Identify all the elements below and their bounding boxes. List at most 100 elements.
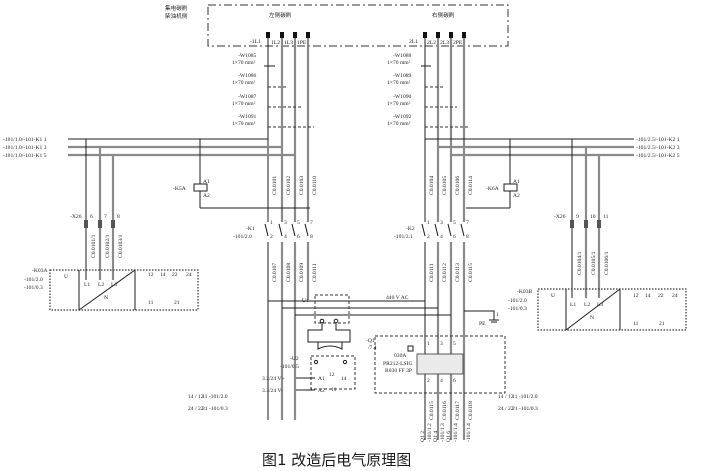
bottom-refs: Q1 2 -101/1.2 Q1 4 -101/1.3 Q1 6 -101/1.… — [420, 423, 472, 442]
svg-text:L2: L2 — [584, 302, 590, 308]
svg-text:-W1090: -W1090 — [393, 94, 412, 100]
svg-text:5: 5 — [453, 220, 456, 226]
svg-text:1L3: 1L3 — [284, 40, 293, 46]
svg-text:C0.0108: C0.0108 — [286, 263, 292, 282]
svg-text:A2: A2 — [203, 193, 210, 199]
svg-text:6: 6 — [453, 378, 456, 384]
svg-text:3.2/24 V+: 3.2/24 V+ — [262, 376, 285, 382]
svg-text:-101/2.5/-101-K2 1: -101/2.5/-101-K2 1 — [636, 137, 680, 143]
svg-text:1×70 mm²: 1×70 mm² — [232, 101, 256, 107]
svg-text:A1: A1 — [203, 179, 210, 185]
wires-upper-right: C0.0104 C0.0105 C0.0106 C0.0114 — [429, 176, 474, 195]
monitor-k03a: -K03A -101/2.0 -101/0.3 U L1 L2 L3 N 12 … — [24, 268, 199, 311]
svg-text:8: 8 — [466, 234, 469, 240]
u2-module: -U2 -101/0.5 3.2/24 V+ 3.3/24 V- A1 A2 1… — [262, 355, 356, 394]
svg-text:11: 11 — [603, 214, 609, 220]
aux-contacts-left: 14 / 12 11 -101/2.0 24 / 22 21 -101/0.3 — [188, 394, 228, 412]
svg-text:C0.0101/1: C0.0101/1 — [91, 234, 97, 258]
svg-text:-W1085: -W1085 — [238, 53, 257, 59]
svg-text:24 / 22: 24 / 22 — [188, 406, 204, 412]
svg-text:-K2: -K2 — [406, 226, 415, 232]
u1-box — [314, 294, 350, 324]
wires-bottom: C0.0115 C0.0116 C0.0117 C0.0118 — [429, 401, 474, 420]
svg-text:A2: A2 — [513, 193, 520, 199]
svg-text:22: 22 — [658, 293, 664, 299]
breaker-q1: -Q1 /7.4 030A PR212-LSIG R030 FF 3P 1 3 … — [366, 335, 506, 394]
svg-text:2: 2 — [427, 378, 430, 384]
refs-right: -101/2.5/-101-K2 1 -101/2.5/-101-K2 3 -1… — [425, 137, 680, 159]
svg-text:1×70 mm²: 1×70 mm² — [387, 80, 411, 86]
svg-text:24: 24 — [186, 272, 192, 278]
svg-text:3: 3 — [284, 220, 287, 226]
monitor-k03b: -K03B -101/2.0 -101/0.3 U L1 L2 L3 N 12 … — [508, 288, 687, 331]
svg-text:11 -101/2.0: 11 -101/2.0 — [512, 394, 538, 400]
svg-text:3: 3 — [440, 220, 443, 226]
svg-text:9: 9 — [576, 214, 579, 220]
relay-k5a: -K5A A1 A2 — [173, 139, 310, 209]
svg-text:C0.0106/1: C0.0106/1 — [604, 251, 610, 275]
svg-text:L1: L1 — [84, 282, 90, 288]
left-brush-terminals: -1L1 1L2 1L3 1PE — [250, 32, 310, 46]
svg-text:-K6A: -K6A — [486, 186, 499, 192]
svg-text:2: 2 — [270, 234, 273, 240]
svg-text:C0.0103/1: C0.0103/1 — [118, 234, 124, 258]
svg-text:12: 12 — [148, 272, 154, 278]
aux-contacts-right: 14 / 12 11 -101/2.0 24 / 22 21 -101/0.3 — [498, 394, 538, 412]
wires-lower-right: C0.0111 C0.0112 C0.0113 C0.0115 — [429, 263, 474, 282]
svg-text:11: 11 — [148, 300, 154, 306]
svg-text:C0.0115: C0.0115 — [429, 401, 435, 420]
svg-text:C0.0102/1: C0.0102/1 — [105, 234, 111, 258]
svg-text:C0.0113: C0.0113 — [455, 263, 461, 282]
svg-text:21 -101/0.3: 21 -101/0.3 — [512, 406, 538, 412]
side-label-1: 集电碳刷 — [165, 4, 188, 12]
svg-text:-101/1.0/-101-K1 1: -101/1.0/-101-K1 1 — [3, 137, 47, 143]
svg-text:-101/1.3: -101/1.3 — [440, 423, 446, 442]
svg-text:-101/1.4: -101/1.4 — [453, 423, 459, 442]
svg-text:8: 8 — [117, 214, 120, 220]
svg-text:2: 2 — [427, 234, 430, 240]
svg-text:-101/2.0: -101/2.0 — [24, 277, 43, 283]
svg-text:A1: A1 — [513, 179, 520, 185]
svg-text:C0.0105: C0.0105 — [442, 176, 448, 195]
brush-box — [207, 4, 509, 47]
svg-text:-W1086: -W1086 — [238, 73, 257, 79]
left-brush-title: 左侧碳刷 — [269, 11, 292, 19]
relay-k6a: -K6A A1 A2 — [466, 139, 520, 209]
svg-text:C0.0104/1: C0.0104/1 — [577, 251, 583, 275]
svg-text:-101/1.0/-101-K1 3: -101/1.0/-101-K1 3 — [3, 145, 47, 151]
svg-text:L1: L1 — [570, 302, 576, 308]
svg-text:14: 14 — [160, 272, 166, 278]
svg-text:Q1 4: Q1 4 — [433, 431, 439, 442]
svg-text:L2: L2 — [98, 282, 104, 288]
contactor-k1: 1 3 5 7 2 4 6 8 -K1 -101/2.0 — [233, 220, 320, 242]
svg-text:4: 4 — [440, 378, 443, 384]
svg-text:1×70 mm²: 1×70 mm² — [232, 80, 256, 86]
svg-text:U: U — [64, 274, 68, 280]
svg-text:L3: L3 — [111, 282, 117, 288]
svg-text:C0.0118: C0.0118 — [468, 401, 474, 420]
svg-text:-K03B: -K03B — [517, 289, 532, 295]
svg-text:2L3: 2L3 — [440, 40, 449, 46]
svg-text:21: 21 — [659, 321, 665, 327]
svg-text:11: 11 — [331, 387, 337, 393]
right-brush-terminals: 2L1 2L2 2L3 2PE — [409, 32, 466, 46]
svg-text:R030 FF 3P: R030 FF 3P — [385, 368, 412, 374]
svg-text:3: 3 — [440, 341, 443, 347]
svg-text:1: 1 — [496, 312, 499, 318]
svg-text:11 -101/2.0: 11 -101/2.0 — [202, 394, 228, 400]
svg-text:-1L1: -1L1 — [250, 39, 261, 45]
svg-text:-101/1.2: -101/1.2 — [427, 423, 433, 442]
u1-label: -U1 — [300, 298, 309, 304]
svg-text:24: 24 — [672, 293, 678, 299]
svg-text:C0.0103: C0.0103 — [299, 176, 305, 195]
svg-text:14 / 12: 14 / 12 — [498, 394, 514, 400]
svg-text:-W1089: -W1089 — [393, 73, 412, 79]
svg-text:21 -101/0.3: 21 -101/0.3 — [202, 406, 228, 412]
svg-text:A1: A1 — [318, 376, 325, 382]
svg-text:7: 7 — [310, 220, 313, 226]
svg-text:C0.0105/1: C0.0105/1 — [591, 251, 597, 275]
svg-text:6: 6 — [90, 214, 93, 220]
svg-text:1PE: 1PE — [297, 40, 307, 46]
